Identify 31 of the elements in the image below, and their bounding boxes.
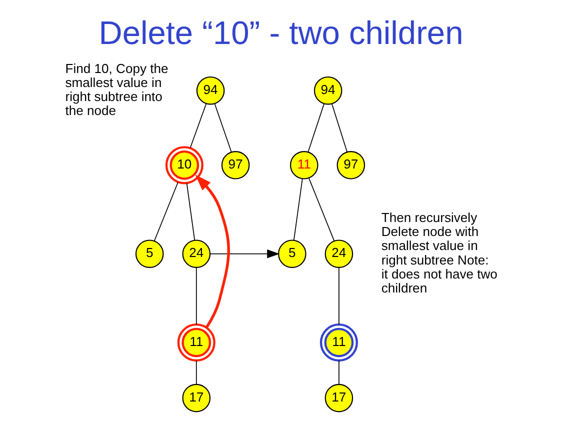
node-circle: 17 xyxy=(324,383,354,412)
connector xyxy=(196,266,197,324)
connector xyxy=(332,103,348,152)
label: Then recursively Delete node with smallest value in right subtree Note: it does not have two children xyxy=(381,209,498,296)
connector xyxy=(338,266,340,324)
connector xyxy=(154,181,178,241)
node-circle: 17 xyxy=(182,383,211,412)
node-circle: 24 xyxy=(324,239,354,268)
label: Find 10, Copy the smallest value in right subtree into the node xyxy=(65,60,168,118)
node-circle: 94 xyxy=(314,76,342,104)
node-circle: 24 xyxy=(182,239,211,268)
diagram-title: Delete “10” - two children xyxy=(98,13,464,50)
arrow xyxy=(210,248,280,258)
node-circle: 97 xyxy=(336,150,366,179)
connector xyxy=(214,102,232,152)
node-circle: 97 xyxy=(221,150,250,179)
node-circle: 11 xyxy=(320,323,358,362)
connector xyxy=(338,360,340,384)
connector xyxy=(190,102,207,148)
arrow xyxy=(195,174,230,328)
node-circle: 11 xyxy=(177,323,216,362)
node-circle: 5 xyxy=(135,239,164,268)
connector xyxy=(196,360,197,384)
connector xyxy=(308,102,325,152)
connector xyxy=(293,178,303,240)
node-circle: 11 xyxy=(290,150,318,179)
node-circle: 10 xyxy=(165,146,204,184)
connector xyxy=(186,182,196,240)
node-circle: 5 xyxy=(278,239,306,268)
connector xyxy=(308,177,335,241)
node-circle: 94 xyxy=(196,76,225,104)
